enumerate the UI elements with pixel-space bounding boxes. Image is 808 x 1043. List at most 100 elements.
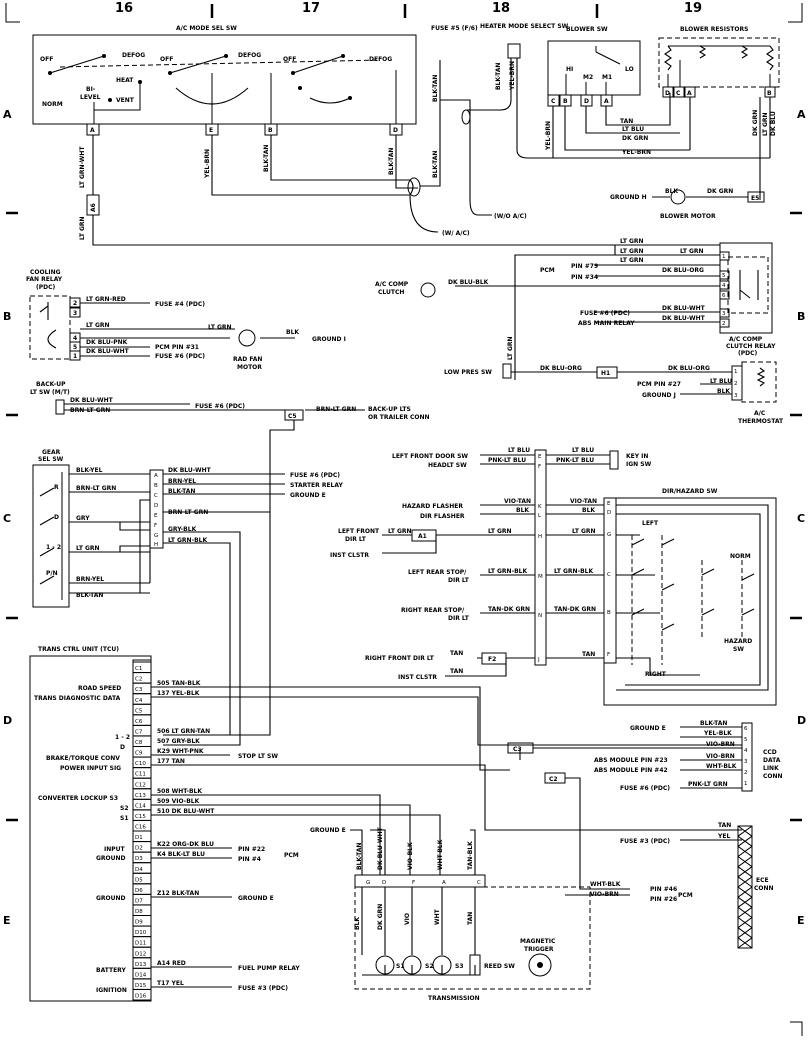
wire-label: BLK-TAN	[432, 151, 439, 178]
dir-label: DIR FLASHER	[420, 513, 465, 520]
pin-label: 5	[722, 273, 726, 279]
connector-label: F2	[488, 656, 496, 663]
wire-label: LT BLU	[572, 447, 594, 454]
wire-label: BRN-LT GRN	[316, 406, 356, 413]
tcu-pin-label: D2	[135, 846, 143, 852]
tcu-pin-label: D4	[135, 867, 143, 873]
wire-label: DK BLU-WHT	[86, 348, 130, 355]
wire-label: BRN-YEL	[168, 478, 196, 485]
pin-label: D	[393, 127, 398, 134]
wire-label: LT GRN	[620, 257, 644, 264]
ac-mode-label: HEAT	[116, 77, 134, 84]
wire-label: BLK-YEL	[76, 467, 103, 474]
pin-label: 1	[744, 781, 748, 787]
tcu-pin-label: C4	[135, 698, 143, 704]
wire-label: DK GRN	[752, 110, 759, 136]
key-in-ignition-switch: LT BLU PNK-LT BLU KEY IN IGN SW	[546, 447, 652, 470]
row-label: D	[3, 714, 12, 727]
pin-label: A	[442, 880, 446, 886]
gear-position: 1 - 2	[46, 544, 61, 551]
wire-label: DK GRN	[377, 904, 384, 930]
pin-label: A	[154, 473, 158, 479]
wire-label: PNK-LT BLU	[488, 457, 526, 464]
tcu-pin-label: C13	[135, 793, 146, 799]
dir-label: LEFT FRONT DOOR SW	[392, 453, 468, 460]
ece-body-cell	[737, 906, 753, 918]
dir-label: DIR LT	[345, 536, 367, 543]
connector-label: A6	[90, 203, 97, 212]
row-label: E	[3, 914, 11, 927]
target-label: FUEL PUMP RELAY	[238, 965, 300, 972]
solenoid-label: S3	[455, 963, 464, 970]
dir-label: RIGHT REAR STOP/	[401, 607, 465, 614]
blower-resistors: BLOWER RESISTORS D C A B LT GRN DK GRN D…	[658, 26, 780, 200]
tcu-label: 1 - 2	[115, 734, 130, 741]
tcu-pin-label: D9	[135, 920, 143, 926]
wire-label: LT BLU	[710, 378, 732, 385]
turn-signal-wiring: E F K L H M N J LEFT FRONT DOOR SW HEADL…	[330, 447, 547, 681]
wire-label: LT GRN-BLK	[554, 568, 593, 575]
ac-mode-label: LEVEL	[80, 94, 101, 101]
ece-body-cell	[737, 866, 753, 878]
wire-label: LT GRN	[388, 528, 412, 535]
target-label: FUSE #3 (PDC)	[238, 985, 288, 992]
tcu-pin-label: C11	[135, 772, 146, 778]
gear-title: GEAR	[42, 449, 61, 456]
clutch-label: A/C COMP	[375, 281, 409, 288]
blower-resistors-title: BLOWER RESISTORS	[680, 26, 748, 33]
pin-label: E	[607, 501, 611, 507]
dir-sw-title: DIR/HAZARD SW	[662, 488, 718, 495]
wire-label: TAN	[718, 822, 731, 829]
relay-title: COOLING	[30, 269, 61, 276]
pin-label: 1	[73, 353, 77, 360]
wire-label: DK BLU-ORG	[662, 267, 704, 274]
ece-body-cell	[737, 845, 753, 857]
wire-label: K29 WHT-PNK	[157, 748, 204, 755]
pin-label: D	[154, 503, 158, 509]
tcu-pin-label: C7	[135, 729, 143, 735]
low-pressure-switch: LOW PRES SW LT GRN DK BLU-ORG H1 DK BLU-…	[444, 336, 784, 425]
tcu-pin-cell	[132, 988, 152, 1001]
wire-label: TAN	[450, 668, 463, 675]
blower-switch-label: M1	[602, 74, 612, 81]
target-label: PIN #22	[238, 846, 265, 853]
wire-label: DK BLU-WHT	[377, 826, 384, 870]
relay-title: FAN RELAY	[26, 276, 63, 283]
fuse-label: FUSE #6 (PDC)	[580, 310, 630, 317]
target-label: FUSE #6 (PDC)	[290, 472, 340, 479]
wire-label: BRN-LT GRN	[70, 407, 110, 414]
row-label: E	[797, 914, 805, 927]
wire-label: TAN	[620, 118, 633, 125]
pin-label: 3	[744, 759, 748, 765]
pcm-pin-label: PCM PIN #27	[637, 381, 681, 388]
motor-label: RAD FAN	[233, 356, 262, 363]
wire-label: BLK	[354, 917, 361, 930]
connector-label: A1	[418, 533, 427, 540]
dir-label: INST CLSTR	[398, 674, 437, 681]
pin-label: D	[382, 880, 386, 886]
wire-label: LT GRN	[86, 322, 110, 329]
wire-label: BLK-TAN	[700, 720, 727, 727]
row-label: C	[3, 512, 11, 525]
wire-label: YEL-BRN	[545, 121, 552, 151]
without-ac-label: (W/O A/C)	[494, 213, 527, 220]
pin-label: 2	[744, 770, 748, 776]
wire-label: VIO-BRN	[590, 891, 619, 898]
row-label: B	[3, 310, 11, 323]
wire-label: 508 WHT-BLK	[157, 788, 202, 795]
tcu-pin-label: C14	[135, 803, 146, 809]
wire-label: DK BLU-BLK	[448, 279, 489, 286]
tcu-label: GROUND	[96, 895, 126, 902]
tcu-pin-label: D15	[135, 983, 147, 989]
wire-label: BLK	[717, 388, 730, 395]
wire-label: LT BLU	[622, 126, 644, 133]
wire-label: VIO-BLK	[407, 842, 414, 870]
wire-label: PNK-LT GRN	[688, 781, 728, 788]
relay-title: (PDC)	[738, 350, 758, 357]
tcu-label: POWER INPUT SIG	[60, 765, 121, 772]
column-label: 19	[684, 1, 702, 16]
column-label: 17	[302, 1, 320, 16]
pin-label: K	[538, 504, 542, 510]
target-label: PIN #4	[238, 856, 261, 863]
column-label: 18	[492, 1, 510, 16]
